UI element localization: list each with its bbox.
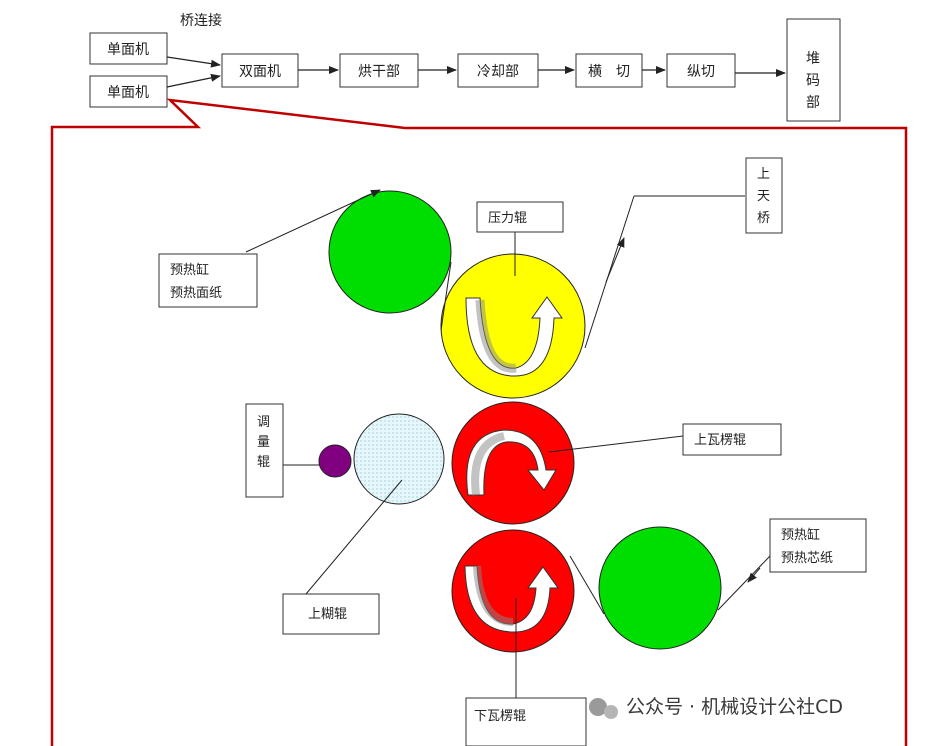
slitter-box: [666, 53, 736, 88]
flow-arrows: [166, 56, 786, 88]
cooler-box: [457, 53, 539, 88]
watermark: 公众号 · 机械设计公社CD: [589, 696, 843, 719]
preheater-top-label-2: 预热面纸: [170, 286, 222, 301]
glue-roll-box: [282, 593, 380, 635]
dryer-label: 烘干部: [358, 64, 400, 80]
pressure-roll-box: [476, 201, 564, 233]
wechat-icon: [589, 698, 607, 716]
stacker-label-3: 部: [806, 95, 820, 111]
upper-corrugating-box: [682, 423, 782, 456]
lower-corrugating-label: 下瓦楞辊: [474, 709, 526, 724]
preheater-bottom-box: [769, 518, 867, 573]
upper-bridge-line: [584, 195, 635, 349]
upper-bridge-box: [745, 157, 783, 234]
wechat-icon-bubble: [604, 705, 618, 719]
upper-bridge-label-2: 天: [757, 189, 770, 204]
slitter-label: 纵切: [687, 64, 715, 80]
medium-paper-wrap-line: [569, 555, 605, 615]
cooler-label: 冷却部: [477, 64, 519, 80]
glue-roll: [353, 413, 445, 505]
metering-roll: [318, 444, 352, 478]
metering-roll-label-3: 辊: [257, 455, 270, 470]
lower-corrugating-arrow-shade: [473, 565, 514, 626]
stacker-box: [786, 18, 841, 122]
preheater-bottom-label-2: 预热芯纸: [781, 551, 833, 566]
arrow-sf1-to-df: [166, 56, 221, 68]
paper-web-lines: [245, 189, 771, 615]
double-facer-label: 双面机: [239, 64, 281, 80]
medium-paper-arrow: [747, 567, 761, 583]
preheater-bottom-roll: [598, 526, 722, 650]
cross-cut-label: 横 切: [588, 64, 630, 80]
face-paper-wrap-line: [440, 261, 452, 331]
stacker-label-1: 堆: [806, 51, 820, 67]
bridge-label: 桥连接: [180, 12, 222, 29]
glue-roll-label: 上糊辊: [308, 606, 347, 622]
upper-bridge-arrow: [605, 237, 625, 283]
lower-corrugating-box: [465, 697, 587, 746]
metering-roll-label-2: 量: [257, 435, 270, 450]
preheater-bottom-label-1: 预热缸: [781, 527, 820, 543]
single-facer-1-box: [89, 32, 168, 65]
upper-corrugating-arrow-shade: [471, 432, 506, 496]
metering-roll-box: [245, 403, 284, 498]
upper-bridge-label-1: 上: [757, 167, 770, 182]
pressure-roll: [440, 253, 586, 399]
preheater-top-label-1: 预热缸: [170, 262, 209, 278]
pressure-roll-label: 压力辊: [488, 211, 527, 226]
face-paper-in-line: [245, 189, 381, 253]
stacker-label-2: 码: [806, 73, 820, 89]
upper-corrugating-leader: [548, 435, 684, 453]
metering-roll-label-1: 调: [257, 415, 270, 430]
watermark-text: 公众号 · 机械设计公社CD: [626, 696, 843, 718]
single-facer-2-label: 单面机: [107, 85, 149, 101]
cross-cut-box: [575, 53, 643, 88]
arrow-sf2-to-df: [166, 73, 221, 88]
single-facer-2-box: [89, 75, 168, 108]
upper-bridge-label-3: 桥: [757, 211, 770, 226]
medium-paper-in-line: [717, 555, 771, 611]
callout-outline: [50, 98, 908, 746]
single-facer-1-label: 单面机: [107, 42, 149, 58]
upper-corrugating-label: 上瓦楞辊: [694, 433, 746, 448]
leader-lines: [283, 232, 684, 698]
double-facer-box: [221, 53, 299, 88]
preheater-top-roll: [328, 190, 452, 314]
glue-roll-leader: [305, 479, 403, 595]
preheater-top-box: [158, 253, 258, 308]
pressure-roll-arrow-shade: [475, 299, 517, 373]
